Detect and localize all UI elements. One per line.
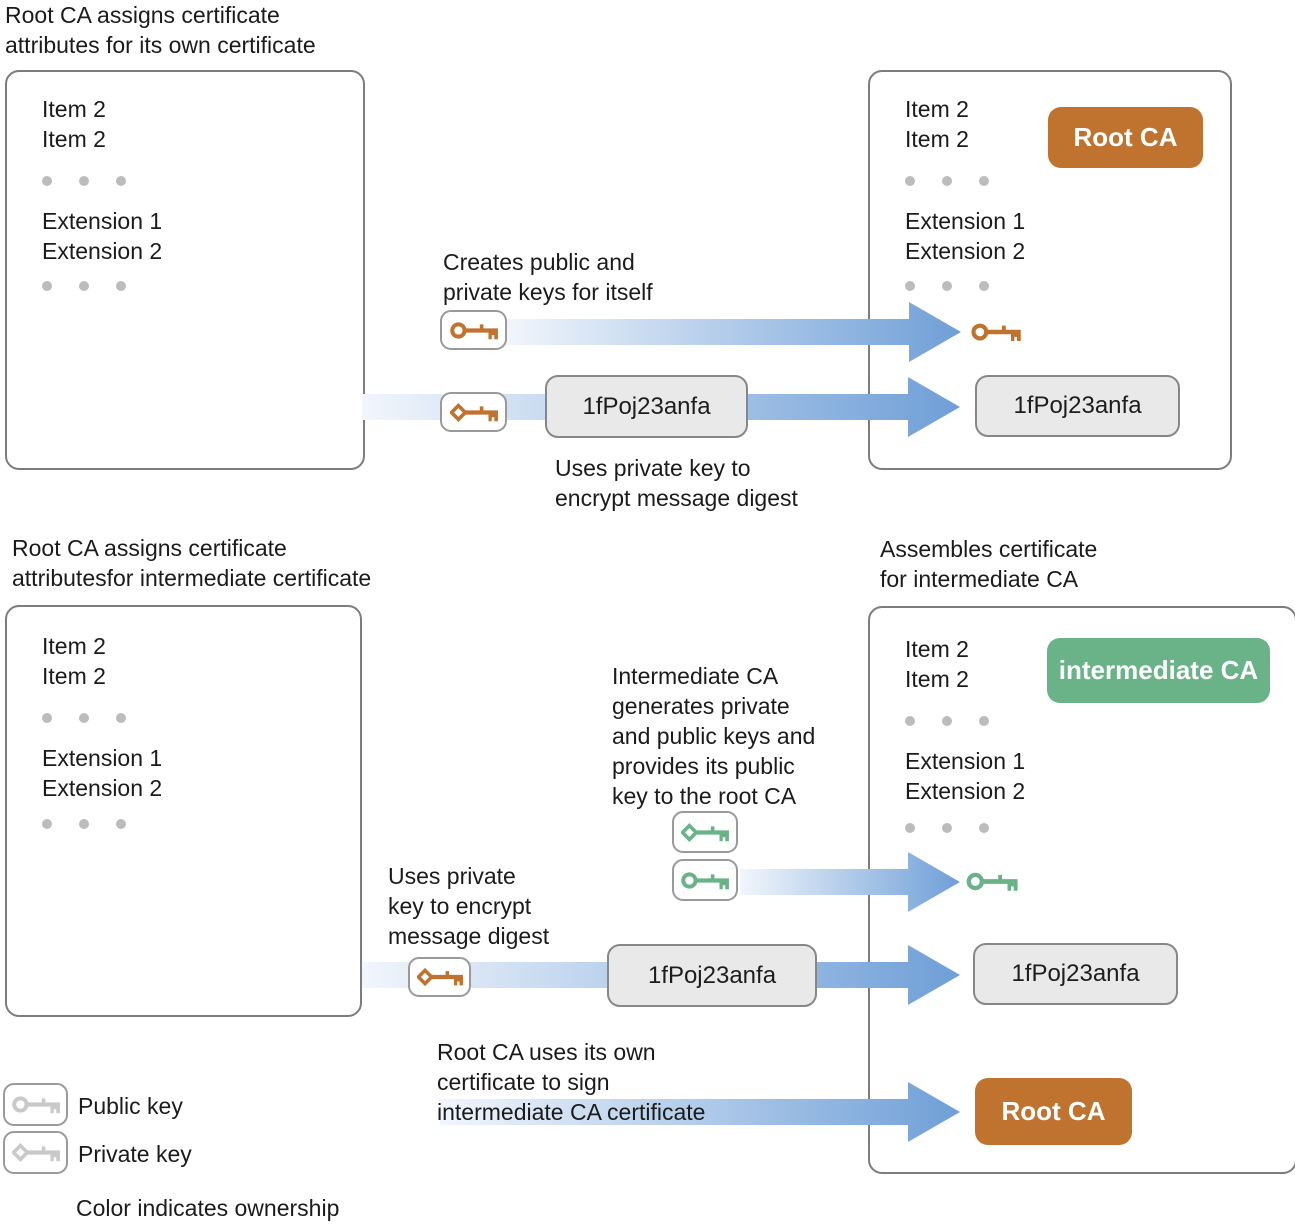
signature-box: 1fPoj23anfa <box>975 375 1180 437</box>
cert-extension-line: Extension 1 <box>905 208 1026 234</box>
cert-extension-line: Extension 1 <box>905 748 1026 774</box>
intermediate-public-key-box <box>672 859 738 901</box>
ellipsis-dots <box>905 716 989 726</box>
public-key-icon <box>971 317 1021 347</box>
cert-item-line: Item 2 <box>905 96 969 122</box>
ellipsis-dots <box>42 281 126 291</box>
signature-box: 1fPoj23anfa <box>973 943 1178 1005</box>
root-private-key-box <box>408 957 471 997</box>
private-key-icon <box>450 398 498 427</box>
legend-public-key-box <box>3 1083 68 1126</box>
signature-box: 1fPoj23anfa <box>607 944 817 1007</box>
cert-extension-line: Extension 2 <box>905 238 1026 264</box>
intermediate-ca-badge: intermediate CA <box>1047 638 1270 703</box>
cert-item-line: Item 2 <box>42 126 106 152</box>
legend-private-key-box <box>3 1131 68 1174</box>
private-key-icon <box>12 1138 60 1167</box>
cert-item-line: Item 2 <box>905 126 969 152</box>
ellipsis-dots <box>42 819 126 829</box>
cert-extension-line: Extension 2 <box>905 778 1026 804</box>
cert-item-line: Item 2 <box>42 663 106 689</box>
cert-extension-line: Extension 2 <box>42 238 163 264</box>
root-signs-note: Root CA uses its own certificate to sign… <box>437 1039 706 1125</box>
public-key-flow-arrow <box>505 302 961 362</box>
intermediate-generates-note: Intermediate CA generates private and pu… <box>612 663 816 809</box>
public-key-icon <box>450 316 498 345</box>
root-private-key-box <box>440 392 507 432</box>
public-key-icon <box>966 866 1018 897</box>
intermediate-public-key-arrow <box>740 852 960 912</box>
cert-item-line: Item 2 <box>42 96 106 122</box>
public-key-icon <box>12 1090 60 1119</box>
assembles-certificate-note: Assembles certificate for intermediate C… <box>880 536 1098 592</box>
root-signs-arrow <box>440 1082 960 1142</box>
cert-item-line: Item 2 <box>905 666 969 692</box>
ellipsis-dots <box>905 823 989 833</box>
signature-box: 1fPoj23anfa <box>545 375 748 438</box>
cert-item-line: Item 2 <box>905 636 969 662</box>
private-key-icon <box>417 963 463 991</box>
root-ca-badge: Root CA <box>975 1078 1132 1145</box>
legend-public-key-label: Public key <box>78 1093 183 1119</box>
cert-extension-line: Extension 1 <box>42 745 163 771</box>
top-section-title: Root CA assigns certificate attributes f… <box>5 2 316 58</box>
root-public-key-box <box>440 310 507 350</box>
root-ca-badge: Root CA <box>1048 107 1203 168</box>
top-left-certificate-box: Item 2 Item 2 Extension 1 Extension 2 <box>5 70 365 470</box>
creates-keys-note: Creates public and private keys for itse… <box>443 249 653 305</box>
private-key-icon <box>681 818 729 847</box>
ellipsis-dots <box>905 281 989 291</box>
uses-private-key-note: Uses private key to encrypt message dige… <box>555 455 798 511</box>
uses-private-key-note: Uses private key to encrypt message dige… <box>388 863 550 949</box>
intermediate-private-key-box <box>672 811 738 853</box>
bottom-section-title: Root CA assigns certificate attributesfo… <box>12 535 372 591</box>
cert-item-line: Item 2 <box>42 633 106 659</box>
legend-ownership-note: Color indicates ownership <box>76 1195 340 1221</box>
cert-extension-line: Extension 1 <box>42 208 163 234</box>
legend-private-key-label: Private key <box>78 1141 192 1167</box>
ellipsis-dots <box>905 176 989 186</box>
ellipsis-dots <box>42 176 126 186</box>
public-key-icon <box>681 866 729 895</box>
ellipsis-dots <box>42 713 126 723</box>
cert-extension-line: Extension 2 <box>42 775 163 801</box>
bottom-left-certificate-box: Item 2 Item 2 Extension 1 Extension 2 <box>5 605 362 1017</box>
